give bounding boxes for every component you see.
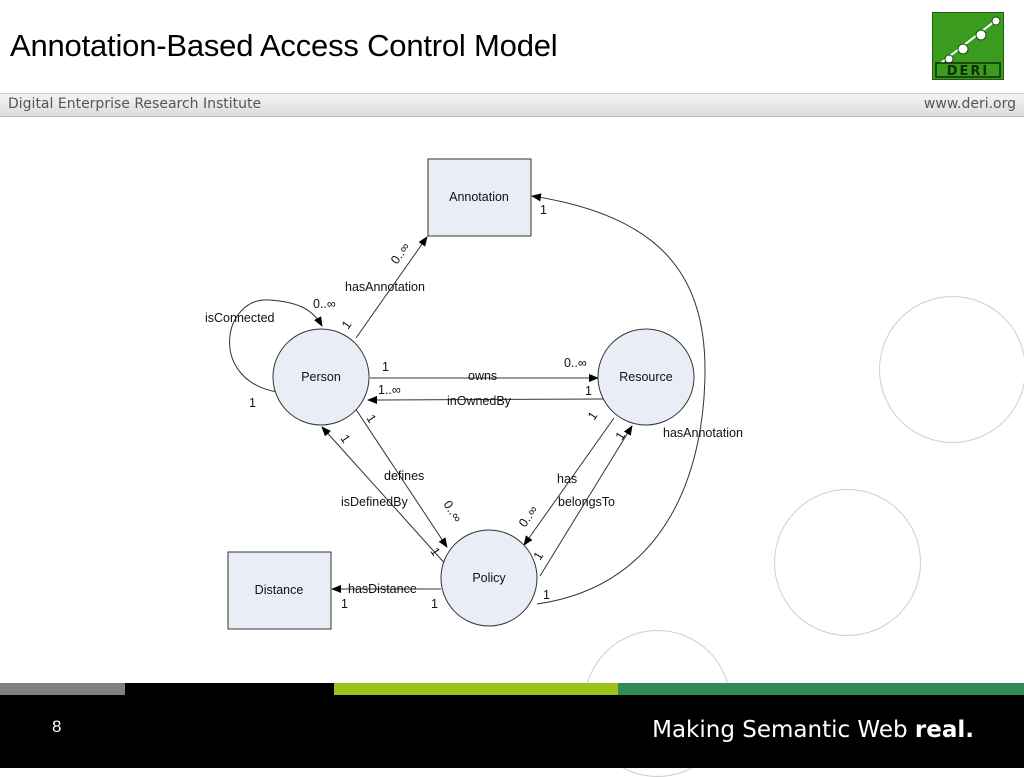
tagline-bold: real. [914, 717, 974, 743]
decorative-circle [774, 489, 921, 636]
edge-isdefinedby-label: isDefinedBy [341, 495, 408, 509]
page-number: 8 [52, 717, 62, 736]
mult-label: 1 [585, 384, 592, 398]
tagline-text: Making Semantic Web [652, 717, 915, 743]
node-resource-label: Resource [619, 370, 673, 384]
mult-label: 0..∞ [564, 356, 587, 370]
mult-label: 1 [585, 409, 600, 423]
node-person [272, 328, 370, 426]
deri-logo: DERI [932, 12, 1004, 80]
footer-color-stripes [0, 683, 1024, 695]
node-person-label: Person [301, 370, 341, 384]
mult-label: 1 [431, 597, 438, 611]
footer-bar: 8 Making Semantic Web real. [0, 695, 1024, 768]
mult-label: 1 [613, 429, 629, 442]
edge-person-hasannotation [355, 236, 428, 339]
edge-inownedby-label: inOwnedBy [447, 394, 512, 408]
edge-has-label: has [557, 472, 577, 486]
edge-inownedby [367, 395, 604, 404]
stripe-green [618, 683, 1024, 695]
edge-person-hasannotation-label: hasAnnotation [345, 280, 425, 294]
mult-label: 1 [339, 318, 354, 332]
mult-label: 0..∞ [313, 297, 336, 311]
node-distance-label: Distance [255, 583, 304, 597]
footer-tagline: Making Semantic Web real. [652, 717, 974, 743]
institute-name: Digital Enterprise Research Institute [8, 96, 262, 112]
edge-isconnected [229, 299, 323, 393]
node-distance [227, 551, 332, 630]
node-policy-label: Policy [472, 571, 506, 585]
decorative-circle [879, 296, 1024, 443]
mult-label: 0..∞ [440, 498, 464, 525]
mult-label: 1 [543, 588, 550, 602]
edge-defines [354, 407, 448, 548]
mult-label: 1 [540, 203, 547, 217]
mult-label: 1 [337, 432, 353, 445]
header-band: Digital Enterprise Research Institute ww… [0, 93, 1024, 117]
mult-label: 0..∞ [516, 503, 541, 530]
edge-has [523, 417, 615, 546]
edge-owns-label: owns [468, 369, 497, 383]
edge-resource-hasannotation [531, 193, 706, 605]
mult-label: 1..∞ [378, 383, 401, 397]
edge-isdefinedby [321, 426, 449, 568]
edge-isconnected-label: isConnected [205, 311, 275, 325]
node-policy [440, 529, 538, 627]
node-annotation [427, 158, 532, 237]
edge-belongsto-label: belongsTo [558, 495, 615, 509]
edge-resource-hasannotation-label: hasAnnotation [663, 426, 743, 440]
mult-label: 1 [249, 396, 256, 410]
website-url: www.deri.org [923, 96, 1016, 112]
edge-hasdistance-label: hasDistance [348, 582, 417, 596]
logo-text: DERI [947, 64, 990, 79]
stripe-lime [334, 683, 618, 695]
mult-label: 1 [341, 597, 348, 611]
slide-title: Annotation-Based Access Control Model [10, 28, 558, 63]
node-annotation-label: Annotation [449, 190, 509, 204]
edge-defines-label: defines [384, 469, 424, 483]
stripe-gray [0, 683, 125, 695]
stripe-black [125, 683, 334, 695]
access-control-diagram: Annotation Distance Person Resource Poli… [205, 158, 743, 630]
edge-belongsto [539, 425, 633, 577]
node-resource [597, 328, 695, 426]
mult-label: 1 [382, 360, 389, 374]
